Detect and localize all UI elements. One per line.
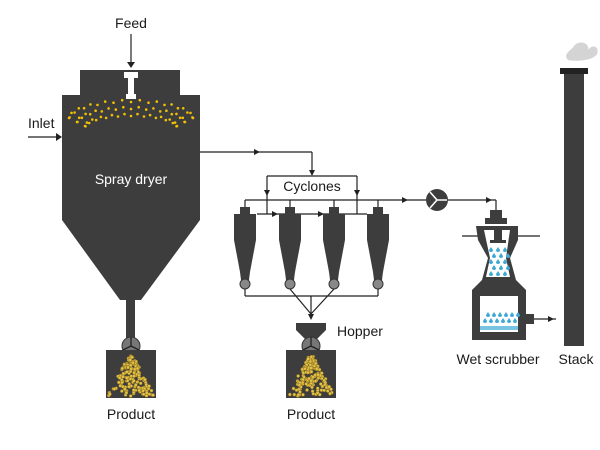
product-label-left: Product	[107, 406, 155, 422]
wet-scrubber	[462, 210, 540, 340]
cyclone-collection-lines	[244, 288, 379, 320]
inlet-arrow	[56, 133, 62, 141]
cyclones-label: Cyclones	[283, 178, 341, 194]
product-pile-left	[107, 354, 155, 398]
product-label-right: Product	[287, 406, 335, 422]
water-spray	[480, 247, 520, 330]
feed-label: Feed	[115, 15, 147, 31]
cyclone-4	[367, 207, 389, 290]
atomizer-nozzle	[124, 72, 138, 99]
wet-scrubber-label: Wet scrubber	[457, 351, 540, 367]
cyclone-3	[323, 207, 345, 290]
spray-dryer-label: Spray dryer	[95, 171, 168, 187]
inlet-label: Inlet	[28, 115, 55, 131]
stack	[560, 68, 588, 346]
smoke-icon	[566, 42, 598, 61]
spray-dryer	[62, 70, 200, 340]
stack-label: Stack	[558, 351, 594, 367]
product-bin-right	[286, 350, 336, 398]
hopper	[296, 323, 326, 340]
cyclone-2	[279, 207, 301, 290]
feed-arrow	[127, 62, 135, 68]
hopper-label: Hopper	[337, 323, 383, 339]
product-bin-left	[106, 350, 156, 398]
cyclone-group	[234, 207, 389, 290]
spray-pattern	[67, 98, 195, 128]
cyclone-1	[234, 207, 256, 290]
fan-icon	[426, 189, 448, 211]
product-pile-right	[288, 354, 334, 398]
